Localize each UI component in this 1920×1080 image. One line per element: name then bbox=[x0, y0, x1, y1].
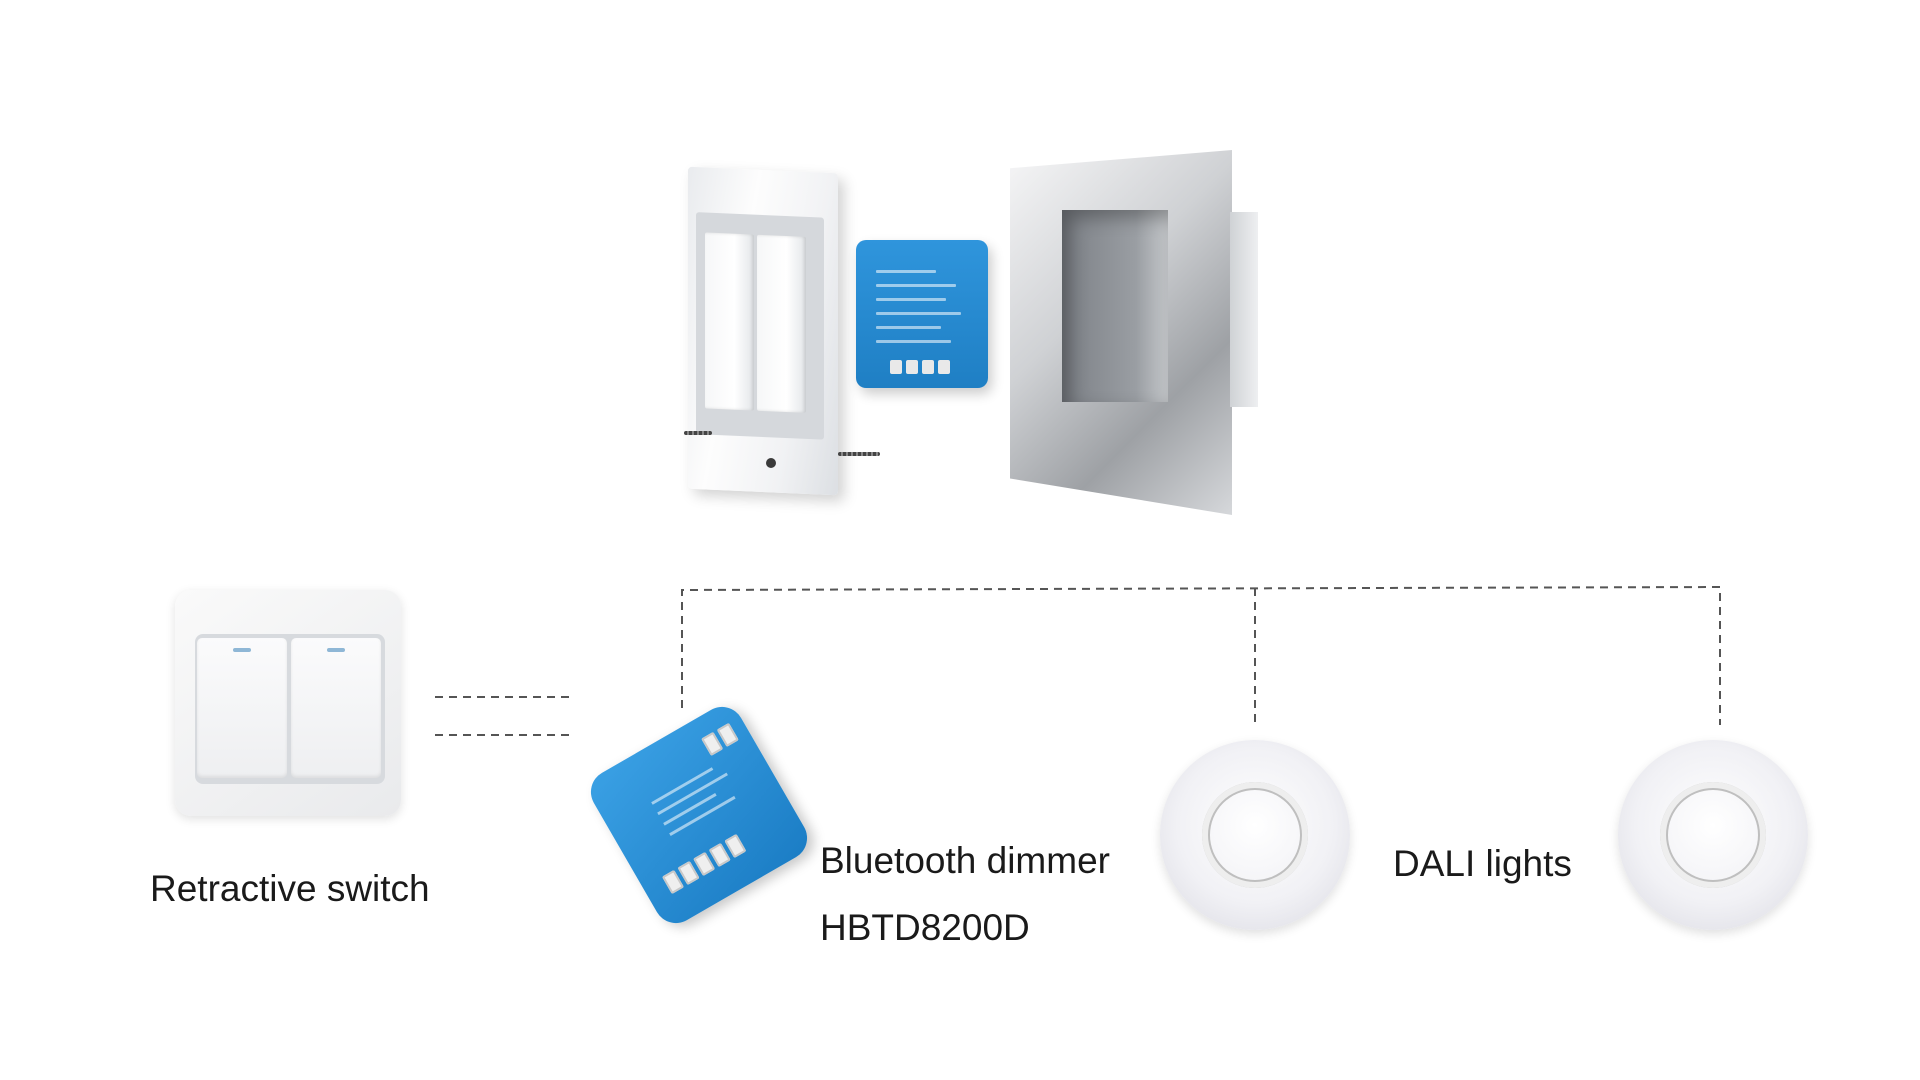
dali-lights-label: DALI lights bbox=[1393, 843, 1572, 884]
bluetooth-dimmer-label: Bluetooth dimmer bbox=[820, 840, 1110, 881]
screw-left bbox=[684, 431, 712, 435]
light-reflector-2 bbox=[1660, 782, 1766, 888]
light-reflector-1 bbox=[1202, 782, 1308, 888]
wall-box-exploded bbox=[1010, 150, 1232, 515]
switch-key-left bbox=[197, 638, 287, 778]
retractive-switch-label: Retractive switch bbox=[150, 868, 430, 909]
dali-light-1 bbox=[1160, 740, 1350, 930]
screw-right bbox=[838, 452, 880, 456]
dali-light-2 bbox=[1618, 740, 1808, 930]
wall-box-recess bbox=[1062, 210, 1168, 402]
dimmer-model-label: HBTD8200D bbox=[820, 907, 1030, 948]
wire-dali-bus bbox=[681, 585, 1721, 725]
wall-box-edge bbox=[1230, 212, 1258, 407]
switch-key-right bbox=[291, 638, 381, 778]
dimmer-module-exploded bbox=[856, 240, 988, 388]
screw-head bbox=[766, 458, 776, 468]
retractive-switch-image bbox=[175, 590, 401, 816]
